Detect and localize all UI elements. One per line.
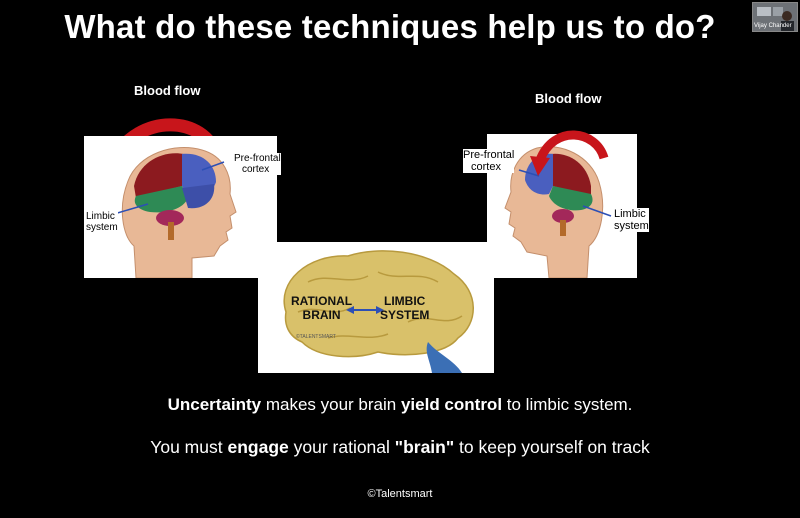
rational-label-line2: BRAIN <box>302 308 341 322</box>
limbic-center-label-line2: SYSTEM <box>380 308 430 322</box>
limbic-system-label-right: Limbic system <box>614 208 649 232</box>
caption-engage: You must engage your rational "brain" to… <box>0 437 800 458</box>
caption2-text-b: your rational <box>288 437 395 457</box>
head-profile-left-image <box>113 147 237 278</box>
caption2-bold-engage: engage <box>227 437 289 457</box>
caption1-bold-yield-control: yield control <box>400 395 503 414</box>
limbic-label-left-line2: system <box>86 222 118 233</box>
talentsmart-watermark: ©TALENTSMART <box>296 334 336 340</box>
limbic-label-left-line1: Limbic <box>86 211 115 222</box>
participant-video-thumbnail[interactable]: Vijay Chander <box>752 2 798 32</box>
prefrontal-label-left-line1: Pre-frontal <box>234 153 281 164</box>
rational-limbic-brain-diagram <box>258 242 494 373</box>
rational-brain-label: RATIONAL BRAIN <box>291 294 352 322</box>
caption1-bold-uncertainty: Uncertainty <box>167 395 262 414</box>
caption1-text-b: to limbic system. <box>502 395 633 414</box>
brain-illustration-image <box>283 250 474 373</box>
limbic-label-right-line2: system <box>614 220 649 232</box>
caption2-bold-brain: "brain" <box>394 437 455 457</box>
head-profile-right-image <box>504 146 612 278</box>
copyright-notice: ©Talentsmart <box>367 488 433 500</box>
caption2-text-c: to keep yourself on track <box>454 437 650 457</box>
blood-flow-label-right: Blood flow <box>535 91 602 106</box>
caption1-text-a: makes your brain <box>261 395 401 414</box>
limbic-center-label-line1: LIMBIC <box>384 294 426 308</box>
blood-flow-label-left: Blood flow <box>134 83 201 98</box>
participant-video-image <box>753 3 797 31</box>
participant-name: Vijay Chander <box>754 23 792 29</box>
limbic-system-label-center: LIMBIC SYSTEM <box>380 294 429 322</box>
limbic-system-label-left: Limbic system <box>86 211 118 233</box>
prefrontal-label-left-line2: cortex <box>242 164 270 175</box>
slide-title: What do these techniques help us to do? <box>64 8 716 45</box>
caption2-text-a: You must <box>150 437 228 457</box>
prefrontal-label-right-line2: cortex <box>471 161 501 173</box>
limbic-label-right-line1: Limbic <box>614 208 646 220</box>
blood-flow-arrow-right-icon <box>530 130 609 176</box>
caption-uncertainty: Uncertainty makes your brain yield contr… <box>0 395 800 415</box>
prefrontal-cortex-label-left: Pre-frontal cortex <box>234 153 281 175</box>
rational-label-line1: RATIONAL <box>291 294 353 308</box>
prefrontal-label-right-line1: Pre-frontal <box>463 149 515 161</box>
prefrontal-cortex-label-right: Pre-frontal cortex <box>463 149 515 173</box>
